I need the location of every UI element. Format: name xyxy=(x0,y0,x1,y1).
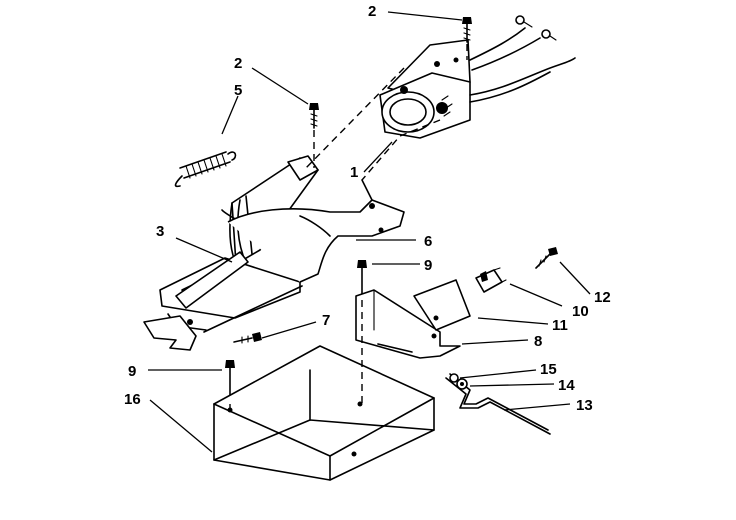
callout-8: 8 xyxy=(534,333,542,350)
callout-14: 14 xyxy=(558,377,575,394)
spring xyxy=(174,151,237,188)
housing-cover xyxy=(227,179,405,283)
callout-9-left: 9 xyxy=(128,363,136,380)
callout-15: 15 xyxy=(540,361,557,378)
callout-2-left: 2 xyxy=(234,55,242,72)
mounting-bracket xyxy=(355,289,461,359)
callout-13: 13 xyxy=(576,397,593,414)
callout-10: 10 xyxy=(572,303,589,320)
callout-12: 12 xyxy=(594,289,611,306)
callout-5: 5 xyxy=(234,82,242,99)
callout-11: 11 xyxy=(552,317,568,334)
screw-top xyxy=(462,17,472,43)
callout-3: 3 xyxy=(156,223,164,240)
callout-7: 7 xyxy=(322,312,330,329)
washer-nut xyxy=(449,373,468,390)
callout-9-middle: 9 xyxy=(424,257,432,274)
screw-left xyxy=(309,103,319,129)
switch-plate xyxy=(413,279,471,331)
motor-assembly xyxy=(379,15,576,139)
callout-labels: 2 2 5 1 3 6 9 7 11 10 12 8 9 16 15 14 13 xyxy=(124,3,611,414)
switch xyxy=(475,267,507,293)
bucket-tray xyxy=(213,345,435,481)
callout-16: 16 xyxy=(124,391,141,408)
leader-lines xyxy=(148,11,591,453)
screw-7 xyxy=(233,332,262,344)
callout-1: 1 xyxy=(350,164,358,181)
screw-12 xyxy=(535,247,558,269)
alignment-lines xyxy=(229,44,468,410)
callout-6: 6 xyxy=(424,233,432,250)
callout-2-top: 2 xyxy=(368,3,376,20)
